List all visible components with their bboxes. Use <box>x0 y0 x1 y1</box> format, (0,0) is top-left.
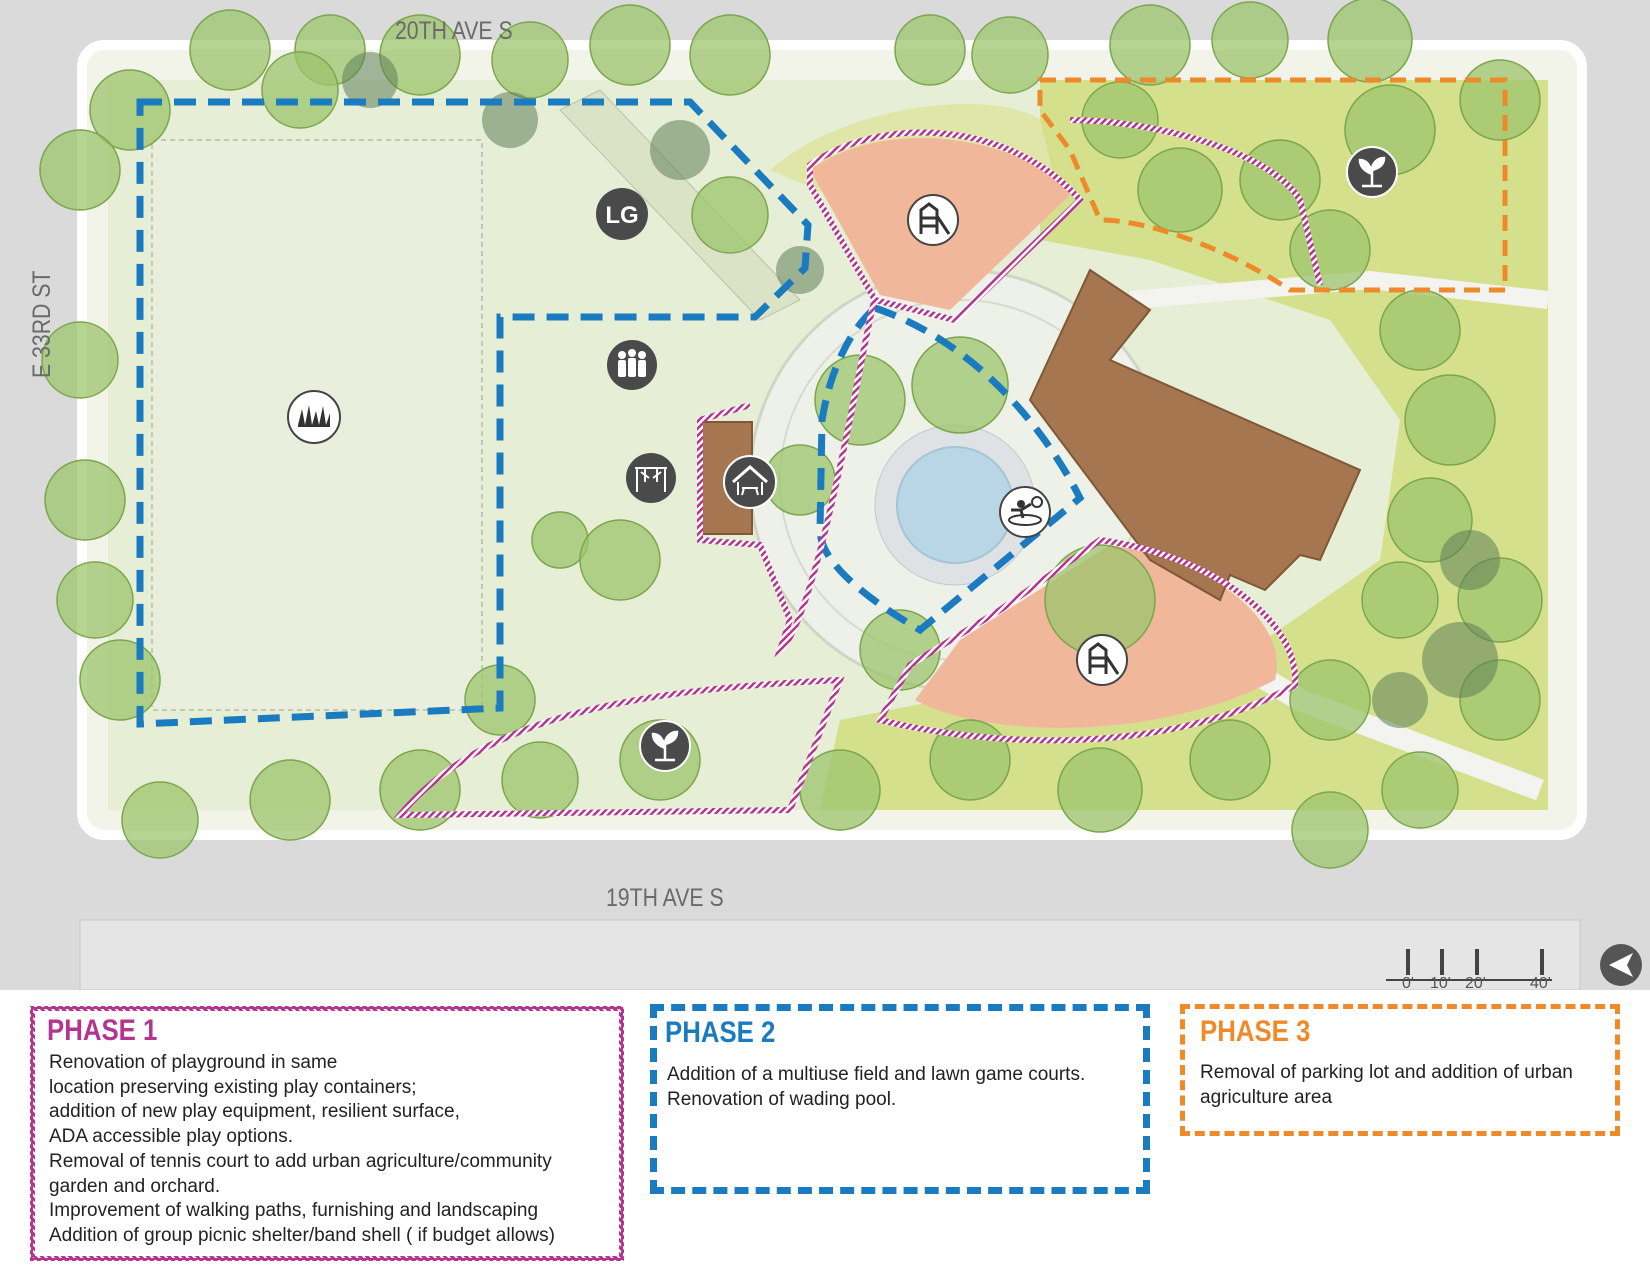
field-grass-icon <box>287 390 341 444</box>
phase2-legend-box: PHASE 2 Addition of a multiuse field and… <box>650 1004 1150 1194</box>
phase1-line: Addition of group picnic shelter/band sh… <box>49 1224 555 1246</box>
street-label-west: E 33RD ST <box>27 271 55 378</box>
phase1-line: ADA accessible play options. <box>49 1126 293 1148</box>
scale-bar: 0' 10' 20' 40' <box>1386 949 1552 990</box>
path-northeast <box>1129 270 1550 309</box>
scale-label-40: 40' <box>1530 975 1551 990</box>
scale-label-20: 20' <box>1465 975 1486 990</box>
phase3-title: PHASE 3 <box>1200 1015 1311 1048</box>
phase1-line: location preserving existing play contai… <box>49 1076 417 1098</box>
phase3-legend-box: PHASE 3 Removal of parking lot and addit… <box>1180 1004 1620 1136</box>
urban-agriculture-icon-northeast <box>1346 146 1398 198</box>
street-label-south: 19TH AVE S <box>606 883 724 911</box>
phase2-description: Addition of a multiuse field and lawn ga… <box>667 1063 1085 1112</box>
phase1-line: Improvement of walking paths, furnishing… <box>49 1200 539 1222</box>
south-block <box>79 919 1581 990</box>
phase3-line: agriculture area <box>1200 1086 1333 1108</box>
scale-label-0: 0' <box>1402 975 1414 990</box>
svg-text:LG: LG <box>605 202 638 229</box>
picnic-shelter-icon <box>723 455 777 509</box>
phase2-boundary-pool <box>816 304 1085 635</box>
wading-pool-icon <box>999 486 1051 538</box>
park-site-plan-map: 20TH AVE S 19TH AVE S E 33RD ST LG <box>0 0 1650 990</box>
phase3-line: Removal of parking lot and addition of u… <box>1200 1062 1573 1083</box>
wading-pool <box>896 446 1014 564</box>
dark-tree-canopy <box>342 52 1500 728</box>
phase3-boundary <box>1037 77 1508 293</box>
scale-label-10: 10' <box>1430 975 1451 990</box>
north-arrow-icon <box>1600 944 1642 986</box>
group-gathering-icon <box>607 340 657 390</box>
diagonal-path-north <box>559 89 801 321</box>
phase2-line: Renovation of wading pool. <box>667 1088 897 1110</box>
community-building <box>1028 268 1362 602</box>
phase1-legend-box: PHASE 1 Renovation of playground in same… <box>30 1006 624 1261</box>
phase3-description: Removal of parking lot and addition of u… <box>1200 1061 1573 1110</box>
phase1-line: Renovation of playground in same <box>49 1052 338 1073</box>
playground-slide-icon-south <box>1076 634 1128 686</box>
street-label-north: 20TH AVE S <box>395 16 513 44</box>
phase2-title: PHASE 2 <box>665 1016 776 1049</box>
lawn-games-icon: LG <box>596 188 648 240</box>
phase1-areas <box>393 117 1323 819</box>
phase1-line: addition of new play equipment, resilien… <box>49 1101 460 1123</box>
urban-agriculture-icon-south <box>639 720 691 772</box>
phase1-line: garden and orchard. <box>49 1175 221 1197</box>
phase1-description: Renovation of playground in same locatio… <box>49 1051 555 1249</box>
phase1-line: Removal of tennis court to add urban agr… <box>49 1150 552 1172</box>
phase2-boundary-field <box>136 98 812 728</box>
phase2-line: Addition of a multiuse field and lawn ga… <box>667 1064 1086 1085</box>
phase1-title: PHASE 1 <box>47 1014 158 1047</box>
band-shell-icon <box>626 453 676 503</box>
playground-slide-icon-north <box>907 194 959 246</box>
multiuse-field <box>151 139 483 711</box>
